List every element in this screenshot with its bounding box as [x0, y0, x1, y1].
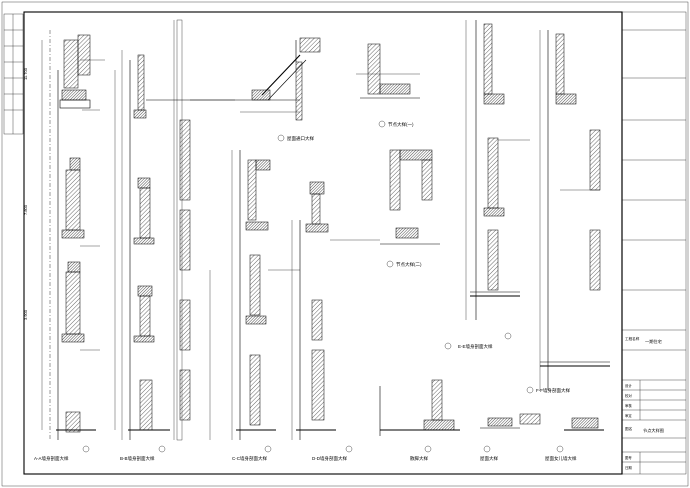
- section-d-d: [291, 181, 380, 453]
- detail-10-label: 散脚大样: [410, 455, 428, 462]
- detail-6-label: 节点大样(二): [396, 261, 422, 268]
- node-detail-1: 节点大样(一): [356, 43, 420, 128]
- elev-3900-a: 3.900: [23, 309, 28, 320]
- roof-details: [480, 413, 604, 453]
- section-c-c: [231, 150, 300, 453]
- tb-approve-label: 审定: [625, 413, 632, 418]
- tb-project-value: 一期住宅: [645, 338, 662, 345]
- section-f-f: [526, 30, 610, 394]
- tb-date-label: 日期: [625, 465, 632, 470]
- section-b-b: [114, 50, 200, 453]
- detail-3-label: C-C墙身剖面大样: [232, 455, 267, 462]
- detail-1-label: A-A墙身剖面大样: [34, 455, 69, 462]
- tb-check-label: 校对: [625, 393, 632, 398]
- detail-4-label: D-D墙身剖面大样: [312, 455, 347, 462]
- bottom-titles: A-A墙身剖面大样 B-B墙身剖面大样 C-C墙身剖面大样 D-D墙身剖面大样 …: [34, 343, 577, 462]
- title-block: 工程名称 一期住宅 设计 校对 审核 审定 图名 节点大样图 图号 日期: [621, 11, 687, 475]
- section-a-a: 11.700 7.800 3.900: [23, 30, 105, 453]
- tb-no-label: 图号: [625, 455, 632, 460]
- tb-drawing-value: 节点大样图: [643, 427, 664, 434]
- binding-strip: [3, 13, 24, 135]
- tb-design-label: 设计: [625, 383, 632, 388]
- detail-7-label: 屋面通口大样: [287, 135, 314, 142]
- tb-review-label: 审核: [625, 403, 632, 408]
- elev-7800-a: 7.800: [23, 204, 28, 215]
- elev-11700-a: 11.700: [23, 67, 28, 80]
- detail-8-label: E-E墙身剖面大样: [458, 343, 493, 350]
- column-grid: [173, 19, 235, 441]
- node-detail-2: 节点大样(二): [380, 149, 440, 268]
- detail-11-label: 屋面大样: [480, 455, 498, 462]
- section-e-e: [444, 20, 530, 350]
- tb-drawing-label: 图名: [625, 426, 633, 431]
- plinth-detail: [379, 379, 460, 453]
- tb-project-label: 工程名称: [625, 336, 640, 341]
- detail-9-label: F-F墙身剖面大样: [536, 387, 570, 394]
- detail-12-label: 屋面女儿墙大样: [545, 455, 577, 462]
- detail-5-label: 节点大样(一): [388, 121, 414, 128]
- roof-access-detail: 屋面通口大样: [200, 37, 321, 142]
- detail-2-label: B-B墙身剖面大样: [120, 455, 155, 462]
